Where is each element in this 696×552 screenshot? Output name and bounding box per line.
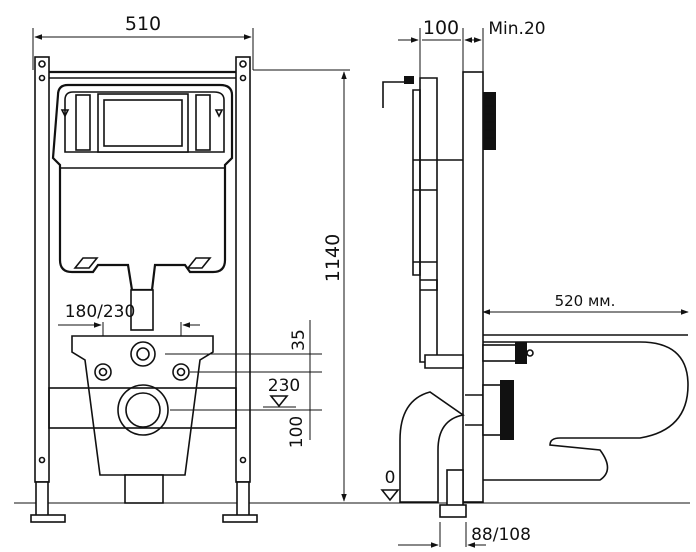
side-view: 100 Min.20 88/108 [382, 17, 689, 548]
front-feet [30, 481, 258, 523]
flush-spacing-label: 180/230 [65, 302, 136, 322]
leg-depth-label: 88/108 [471, 525, 531, 545]
floor-level-label: 0 [385, 468, 396, 488]
min-gap-label: Min.20 [488, 19, 545, 39]
bowl-projection-label: 520 мм. [555, 292, 616, 310]
flush-pipe [130, 289, 154, 331]
outlet-level-marker [269, 395, 289, 408]
depth-label: 100 [423, 17, 459, 39]
outlet-height-label: 230 [268, 376, 300, 396]
inlet-offset-label: 35 [289, 329, 309, 351]
floor-level-marker [380, 489, 400, 502]
cistern [51, 83, 234, 292]
outlet-offset-label: 100 [287, 416, 307, 448]
frame-posts [34, 56, 251, 483]
bowl-bracket [71, 335, 214, 504]
lower-crossbar [48, 387, 237, 429]
front-view: 510 [30, 13, 350, 523]
frame-width-label: 510 [125, 13, 161, 35]
frame-height-label: 1140 [322, 234, 344, 282]
